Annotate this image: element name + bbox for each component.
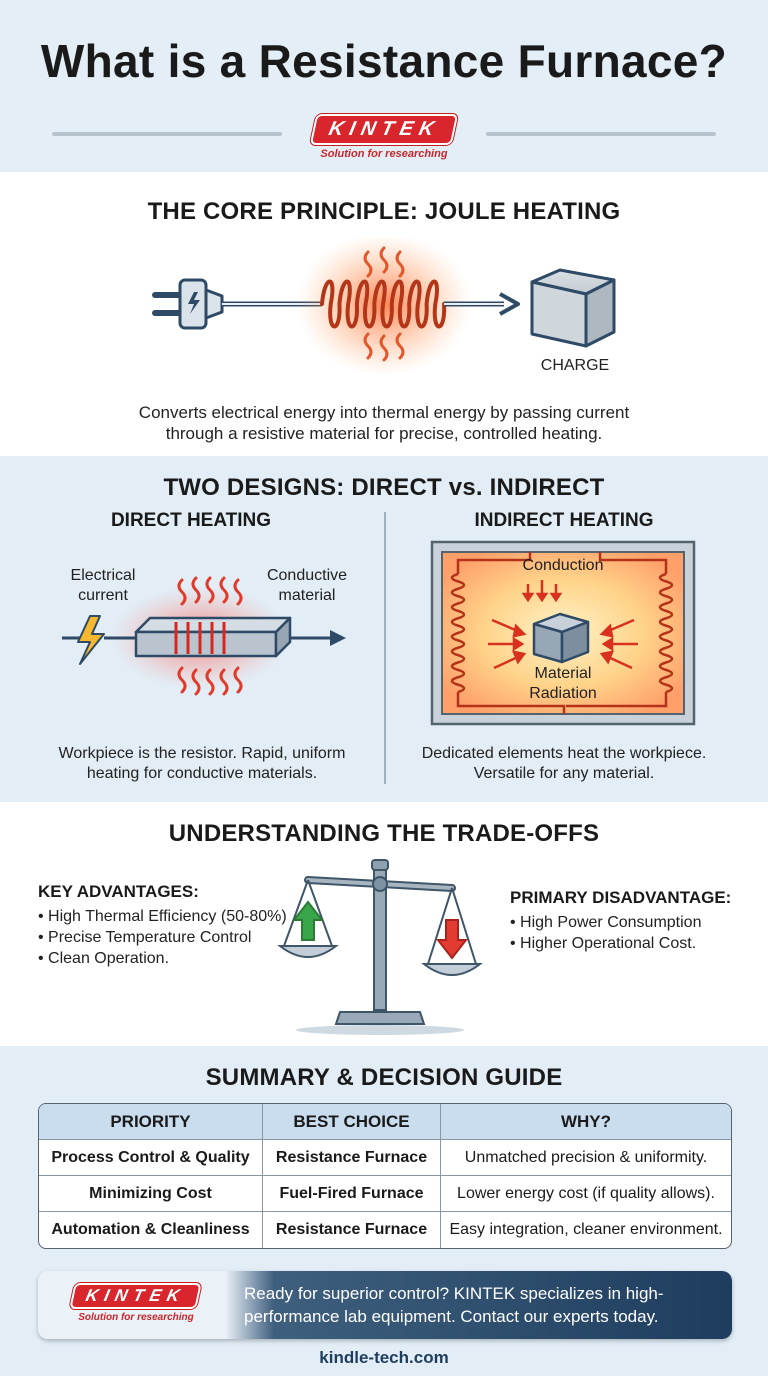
arrow-right-icon: [499, 292, 520, 316]
advantage-item: Precise Temperature Control: [38, 927, 298, 948]
logo-tagline: Solution for researching: [320, 148, 448, 160]
table-header-row: PRIORITY BEST CHOICE WHY?: [39, 1104, 731, 1140]
down-arrow-icon: [435, 919, 469, 960]
table-cell: Lower energy cost (if quality allows).: [441, 1176, 731, 1212]
charge-cube-icon: [530, 268, 616, 348]
power-plug-icon: [152, 278, 224, 330]
section-title: TWO DESIGNS: DIRECT vs. INDIRECT: [163, 474, 605, 501]
core-principle-section: THE CORE PRINCIPLE: JOULE HEATING: [0, 172, 768, 456]
indirect-heating-diagram: [430, 540, 696, 726]
disadvantages-block: PRIMARY DISADVANTAGE: High Power Consump…: [510, 888, 750, 954]
resistive-coil-icon: [320, 279, 447, 329]
header: What is a Resistance Furnace? KINTEK Sol…: [0, 0, 768, 172]
kintek-logo: KINTEK Solution for researching: [300, 116, 468, 160]
principle-description-line-2: through a resistive material for precise…: [165, 424, 603, 443]
table-cell: Resistance Furnace: [263, 1140, 441, 1176]
direct-description-line-2: heating for conductive materials.: [86, 765, 318, 782]
conduction-label: Conduction: [522, 557, 604, 574]
principle-description-line-1: Converts electrical energy into thermal …: [138, 403, 630, 422]
cta-banner[interactable]: KINTEK Solution for researching Ready fo…: [38, 1271, 732, 1339]
material-label: Material: [534, 665, 592, 682]
table-cell: Easy integration, cleaner environment.: [449, 1221, 723, 1238]
kintek-logo: KINTEK Solution for researching: [56, 1285, 216, 1323]
column-divider: [384, 512, 386, 784]
heating-element-left-icon: [450, 552, 566, 714]
table-row: Process Control & Quality Resistance Fur…: [39, 1140, 731, 1176]
disadvantage-title: PRIMARY DISADVANTAGE:: [510, 888, 732, 907]
joule-heating-diagram: [152, 238, 616, 376]
column-header: WHY?: [441, 1104, 731, 1140]
table-cell: Automation & Cleanliness: [39, 1212, 263, 1248]
section-title: SUMMARY & DECISION GUIDE: [205, 1064, 563, 1091]
column-header: PRIORITY: [39, 1104, 263, 1140]
heat-arrows-icon: [488, 580, 638, 670]
up-arrow-icon: [291, 900, 325, 941]
designs-section: TWO DESIGNS: DIRECT vs. INDIRECT DIRECT …: [0, 456, 768, 802]
radiation-label: Radiation: [529, 685, 597, 702]
logo-wordmark: KINTEK: [72, 1285, 200, 1307]
cta-text: Ready for superior control? KINTEK speci…: [244, 1284, 664, 1326]
advantage-item: High Thermal Efficiency (50-80%): [38, 906, 298, 927]
workpiece-cube-icon: [532, 612, 590, 664]
electrical-current-label-2: current: [78, 587, 128, 604]
table-cell: Unmatched precision & uniformity.: [441, 1140, 731, 1176]
tradeoffs-section: UNDERSTANDING THE TRADE-OFFS KEY ADVANTA…: [0, 802, 768, 1046]
heating-element-right-icon: [566, 552, 674, 708]
disadvantage-item: High Power Consumption: [510, 912, 750, 933]
advantages-block: KEY ADVANTAGES: High Thermal Efficiency …: [38, 882, 298, 969]
current-lines-icon: [174, 622, 226, 654]
lightning-bolt-icon: [77, 615, 105, 665]
page-title: What is a Resistance Furnace?: [40, 35, 728, 87]
indirect-description-line-2: Versatile for any material.: [473, 765, 655, 782]
table-cell: Resistance Furnace: [263, 1212, 441, 1248]
indirect-description-line-1: Dedicated elements heat the workpiece.: [421, 745, 707, 762]
table-row: Minimizing Cost Fuel-Fired Furnace Lower…: [39, 1176, 731, 1212]
advantages-title: KEY ADVANTAGES:: [38, 882, 199, 901]
direct-heating-title: DIRECT HEATING: [110, 510, 272, 531]
conductive-material-label-2: material: [278, 587, 336, 604]
section-title: THE CORE PRINCIPLE: JOULE HEATING: [147, 198, 621, 225]
direct-description-line-1: Workpiece is the resistor. Rapid, unifor…: [58, 745, 346, 762]
summary-section: SUMMARY & DECISION GUIDE PRIORITY BEST C…: [0, 1046, 768, 1376]
charge-label: CHARGE: [540, 357, 610, 374]
logo-tagline: Solution for researching: [78, 1312, 194, 1323]
indirect-heating-title: INDIRECT HEATING: [474, 510, 654, 531]
decision-table: PRIORITY BEST CHOICE WHY? Process Contro…: [38, 1103, 732, 1249]
section-title: UNDERSTANDING THE TRADE-OFFS: [168, 820, 600, 847]
column-header: BEST CHOICE: [263, 1104, 441, 1140]
conductive-material-label-1: Conductive: [266, 567, 348, 584]
header-rule-left: [52, 132, 282, 136]
heat-waves-icon: [363, 246, 405, 362]
arrow-right-icon: [330, 630, 346, 646]
website-link[interactable]: kindle-tech.com: [319, 1348, 449, 1367]
header-rule-right: [486, 132, 716, 136]
table-row: Automation & Cleanliness Resistance Furn…: [39, 1212, 731, 1248]
table-cell: Process Control & Quality: [39, 1140, 263, 1176]
table-cell: Minimizing Cost: [39, 1176, 263, 1212]
heat-waves-icon: [177, 576, 243, 696]
logo-wordmark: KINTEK: [311, 116, 457, 143]
balance-scale-icon: [277, 859, 483, 1035]
advantage-item: Clean Operation.: [38, 948, 298, 969]
table-cell: Fuel-Fired Furnace: [263, 1176, 441, 1212]
direct-heating-diagram: [62, 576, 346, 696]
disadvantage-item: Higher Operational Cost.: [510, 933, 750, 954]
electrical-current-label-1: Electrical: [70, 567, 136, 584]
